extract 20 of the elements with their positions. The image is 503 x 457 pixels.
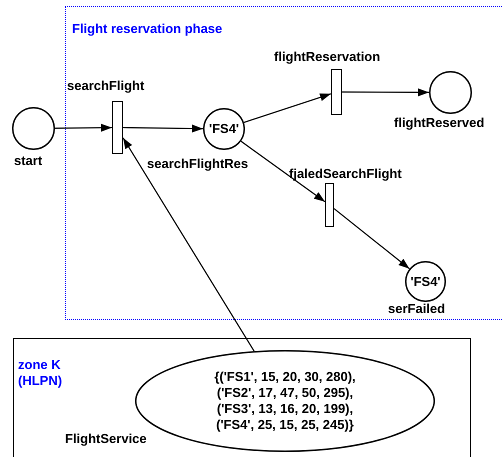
token-set-text: {('FS1', 15, 20, 30, 280), ('FS2', 17, 47, 50, 295), ('FS3', 13, 16, 20, 199), ('FS4', 25, 15, 25, 245)} — [213, 369, 357, 433]
zone-title: Flight reservation phase — [72, 21, 222, 37]
token-text: 'FS4' — [410, 274, 441, 290]
place-label: flightReserved — [394, 115, 484, 131]
arrow — [55, 124, 112, 132]
arrow — [122, 137, 255, 352]
arrow — [244, 93, 332, 123]
arrow — [334, 208, 410, 270]
arrow — [342, 88, 429, 96]
place-label: FlightService — [65, 431, 147, 447]
arrow — [240, 140, 326, 202]
transition-label: fjaledSearchFlight — [289, 166, 402, 182]
token-text: 'FS4' — [208, 121, 240, 137]
place-label: serFailed — [388, 301, 446, 317]
arrow — [122, 124, 203, 133]
zone-title: zone K (HLPN) — [18, 357, 64, 389]
transition-label: flightReservation — [274, 49, 380, 65]
place-label: start — [14, 153, 42, 169]
transition-label: searchFlight — [67, 78, 144, 94]
place-label: searchFlightRes — [147, 156, 248, 172]
